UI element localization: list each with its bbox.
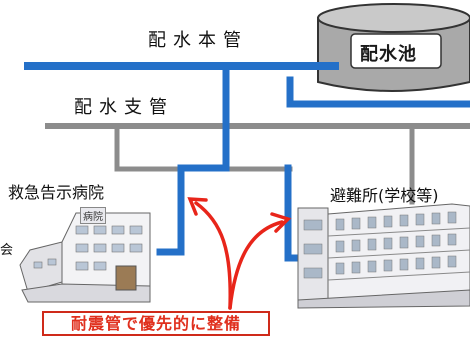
arrow-to-hospital <box>194 201 232 310</box>
branch-pipe-label: 配水支管 <box>74 97 174 118</box>
shelter-building <box>297 203 470 309</box>
priority-banner: 耐震管で優先的に整備 <box>42 311 270 336</box>
hospital-label: 救急告示病院 <box>8 183 105 202</box>
arrowhead-shelter <box>270 212 292 233</box>
shelter-label: 避難所(学校等) <box>330 186 439 205</box>
branch-to-hospital-gray <box>114 123 293 172</box>
arrowhead-hospital <box>187 197 208 216</box>
main-pipe-label: 配水本管 <box>148 30 248 51</box>
arrow-to-shelter <box>228 220 284 310</box>
reservoir-label: 配水池 <box>360 44 417 65</box>
priority-arrows <box>187 197 292 310</box>
reservoir-tank <box>317 3 470 92</box>
hospital-sign: 病院 <box>80 207 106 224</box>
ordinary-pipes <box>45 123 470 205</box>
pipe-to-hospital <box>156 62 230 256</box>
quake-resistant-pipes <box>24 62 470 262</box>
hospital-building <box>19 212 151 303</box>
clipped-label: 会 <box>0 243 14 258</box>
